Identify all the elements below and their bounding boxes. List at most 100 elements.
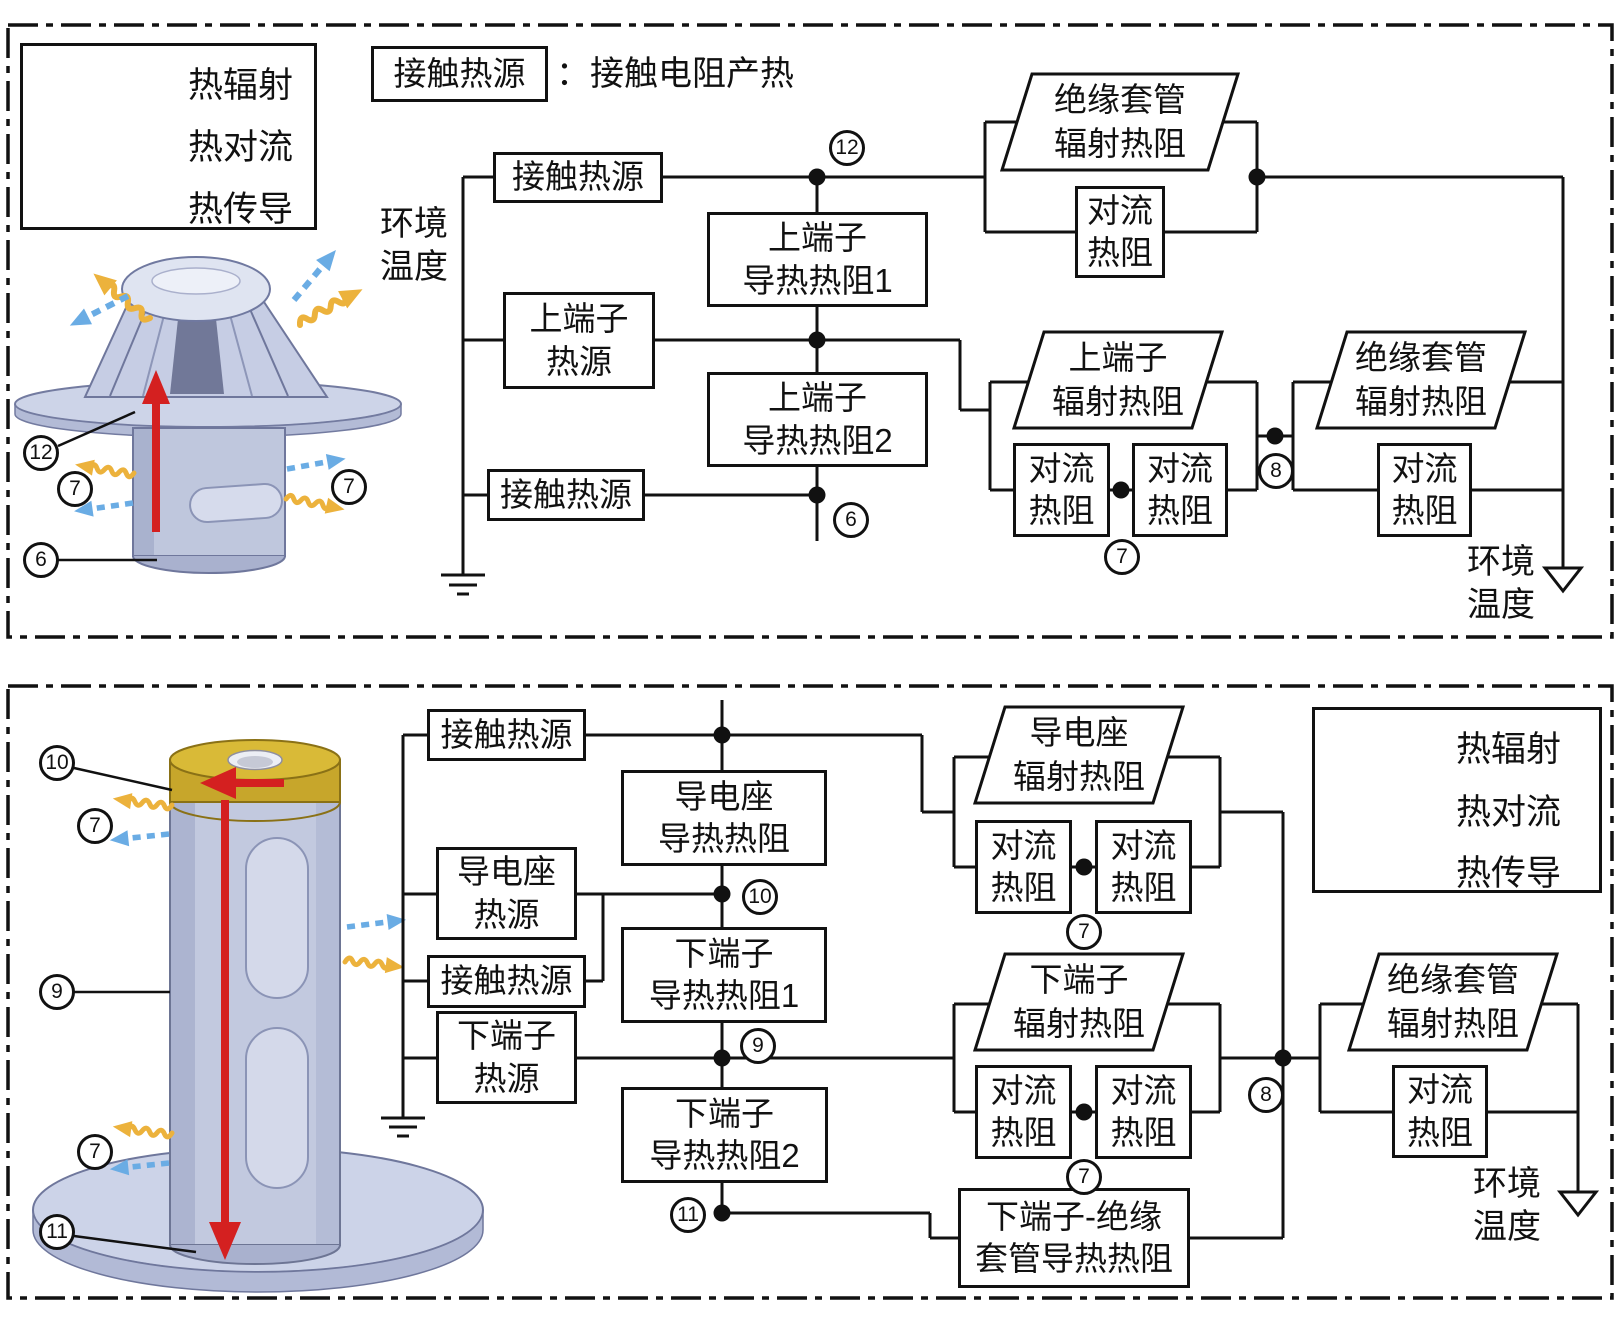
node-9-badge: 9 [740,1028,776,1064]
contact-heat-source-box-top: 接触热源 [493,152,663,203]
box-label-line1: 上端子 [529,300,629,338]
title-note: ：接触电阻产热 [556,55,794,93]
node-12-badge: 12 [829,130,865,166]
box-label-line2: 热阻 [1407,1113,1473,1151]
legend-radiation-label: 热辐射 [1456,730,1562,769]
convection-resistance-box: 对流 热阻 [1013,443,1110,537]
bottom-panel-border [6,684,1614,1300]
convection-resistance-box: 对流 热阻 [1075,186,1165,278]
contact-heat-source-box-middle: 接触热源 [427,955,586,1008]
box-label-line2: 热阻 [1087,234,1153,271]
lower-terminal-conduction-resistance-1-box: 下端子 导热热阻1 [621,927,827,1023]
top-legend-box [20,43,317,230]
ambient-line1: 环境 [380,205,448,243]
box-label-line1: 下端子 [457,1017,556,1055]
ptext-line2: 辐射热阻 [1054,125,1186,162]
convection-resistance-box: 对流 热阻 [1132,443,1228,537]
ambient-line2: 温度 [1473,1207,1541,1246]
lower-terminal-3d-illustration [32,739,484,1293]
box-label-line1: 对流 [990,1071,1057,1109]
ambient-line2: 温度 [380,247,448,286]
ambient-temperature-terminal-icon [1541,566,1585,594]
ptext-line2: 辐射热阻 [1013,758,1145,795]
box-label-line1: 导电座 [674,777,774,815]
convection-resistance-box: 对流 热阻 [975,1065,1072,1159]
ptext-line1: 绝缘套管 [1054,81,1186,119]
ptext-line1: 上端子 [1068,339,1168,377]
title-box-label: 接触热源 [393,54,526,92]
node-6-badge-figure: 6 [23,542,59,578]
box-label-line1: 对流 [1110,826,1177,864]
node-8-badge: 8 [1248,1077,1284,1113]
top-junction-dots [808,168,1284,504]
box-label-line2: 套管导热热阻 [975,1240,1173,1277]
box-label-line1: 下端子-绝缘 [986,1197,1162,1235]
upper-terminal-conduction-resistance-1-box: 上端子 导热热阻1 [707,212,928,307]
box-label-line2: 热阻 [1028,492,1095,529]
lower-terminal-sleeve-conduction-resistance-box: 下端子-绝缘 套管导热热阻 [958,1188,1190,1288]
convection-resistance-box: 对流 热阻 [1377,443,1472,537]
box-label-line1: 对流 [1028,449,1095,487]
bottom-radiation-resistor-shapes [972,705,1560,1052]
node-7-badge: 7 [1104,539,1140,575]
upper-terminal-conduction-resistance-2-box: 上端子 导热热阻2 [707,372,928,467]
sleeve-radiation-resistance-label-1: 绝缘套管 辐射热阻 [1020,76,1220,168]
ambient-line2: 温度 [1467,585,1535,624]
box-label-line2: 热源 [473,895,540,933]
box-label-line1: 上端子 [768,379,867,417]
sleeve-radiation-resistance-label: 绝缘套管 辐射热阻 [1353,956,1553,1048]
ptext-line1: 绝缘套管 [1355,339,1487,377]
node-12-badge-figure: 12 [23,435,59,471]
box-label-line2: 热阻 [990,1114,1057,1151]
legend-conduction-label: 热传导 [188,190,294,229]
bottom-legend-box [1312,707,1602,893]
conduction-arrow-icon [142,370,170,532]
convection-resistance-box: 对流 热阻 [1392,1065,1488,1158]
box-label-line2: 导热热阻1 [742,261,893,299]
node-7-badge-figure: 7 [77,1134,113,1170]
box-label-line2: 导热热阻2 [649,1137,800,1174]
ambient-temperature-label-figure: 环境 温度 [366,203,462,289]
node-10-badge-figure: 10 [39,745,75,781]
upper-terminal-radiation-resistance-label: 上端子 辐射热阻 [1018,334,1218,426]
bottom-junction-dots [713,726,1292,1222]
contact-heat-source-title-box: 接触热源 [371,46,548,102]
conductive-seat-radiation-resistance-label: 导电座 辐射热阻 [979,709,1179,801]
upper-terminal-heat-source-box: 上端子 热源 [503,292,655,389]
node-7-badge: 7 [1066,1159,1102,1195]
node-7-badge-figure: 7 [57,471,93,507]
contact-heat-source-box-bottom: 接触热源 [487,469,645,521]
ambient-temperature-terminal-icon [1556,1190,1600,1218]
ptext-line2: 辐射热阻 [1387,1005,1519,1042]
ptext-line2: 辐射热阻 [1013,1005,1145,1042]
box-label-line2: 热阻 [990,869,1057,906]
contact-heat-source-box-top: 接触热源 [427,709,586,761]
box-label-line2: 热源 [473,1059,540,1097]
top-radiation-resistor-shapes [999,72,1528,430]
box-label-line1: 下端子 [674,934,774,972]
sleeve-radiation-resistance-label-2: 绝缘套管 辐射热阻 [1321,334,1521,426]
box-label-line2: 导热热阻 [658,820,790,857]
ambient-line1: 环境 [1467,543,1535,581]
box-label: 接触热源 [440,962,573,1000]
box-label-line1: 导电座 [457,853,556,891]
box-label-line2: 热阻 [1110,1114,1177,1151]
conductive-seat-conduction-resistance-box: 导电座 导热热阻 [621,770,827,866]
box-label-line1: 下端子 [675,1094,774,1132]
lower-terminal-radiation-resistance-label: 下端子 辐射热阻 [979,956,1179,1048]
ptext-line1: 导电座 [1029,714,1129,752]
convection-resistance-box: 对流 热阻 [1095,1065,1192,1159]
ptext-line1: 绝缘套管 [1387,961,1519,999]
ambient-line1: 环境 [1473,1165,1541,1203]
node-11-badge-figure: 11 [39,1214,75,1250]
box-label-line1: 上端子 [768,219,867,257]
box-label: 接触热源 [440,715,573,753]
node-7-badge-figure: 7 [331,469,367,505]
node-11-badge: 11 [670,1197,706,1233]
upper-terminal-3d-illustration [14,244,402,574]
node-7-badge: 7 [1066,914,1102,950]
box-label-line1: 对流 [1407,1071,1473,1109]
node-10-badge: 10 [742,879,778,915]
